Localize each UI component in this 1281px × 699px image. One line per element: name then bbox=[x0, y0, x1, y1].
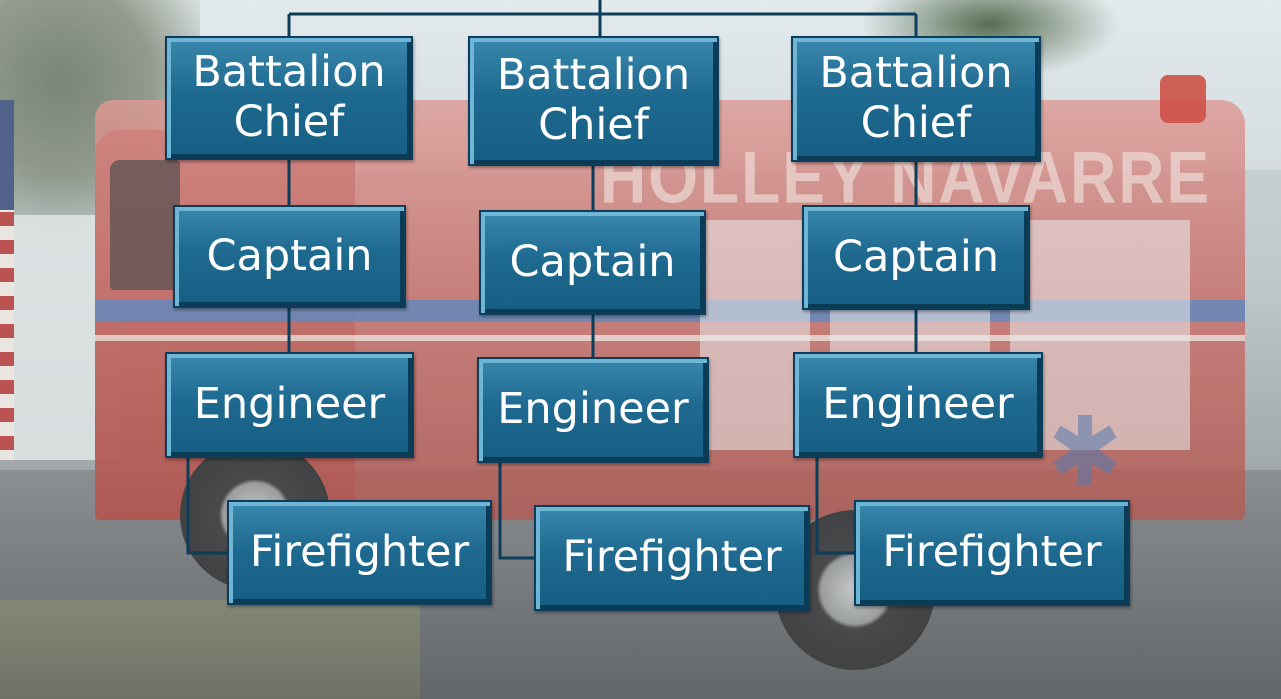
truck-compartment-door bbox=[700, 220, 810, 450]
top-connector bbox=[287, 0, 918, 40]
engineer-node: Engineer bbox=[793, 352, 1043, 458]
engineer-node: Engineer bbox=[477, 357, 709, 463]
node-label: Captain bbox=[509, 236, 676, 287]
captain-node: Captain bbox=[802, 205, 1030, 310]
node-label: Captain bbox=[832, 231, 1000, 282]
node-label: Battalion Chief bbox=[496, 50, 691, 150]
captain-node: Captain bbox=[173, 205, 406, 308]
firefighter-node: Firefighter bbox=[227, 500, 492, 605]
captain-node: Captain bbox=[479, 210, 706, 315]
node-label: Battalion Chief bbox=[819, 48, 1013, 148]
firefighter-node: Firefighter bbox=[534, 505, 810, 611]
battalion-chief-node: Battalion Chief bbox=[791, 36, 1041, 162]
column-3-connector bbox=[815, 158, 918, 555]
node-label: Battalion Chief bbox=[192, 47, 386, 147]
column-2-connector bbox=[498, 163, 595, 560]
american-flag-canton bbox=[0, 100, 14, 210]
node-label: Firefighter bbox=[249, 526, 470, 577]
engineer-node: Engineer bbox=[165, 352, 414, 458]
node-label: Engineer bbox=[822, 379, 1014, 430]
node-label: Firefighter bbox=[882, 527, 1102, 578]
column-1-connector bbox=[186, 158, 291, 555]
node-label: Engineer bbox=[193, 379, 386, 430]
grass bbox=[0, 600, 420, 699]
battalion-chief-node: Battalion Chief bbox=[468, 36, 719, 166]
node-label: Captain bbox=[206, 230, 373, 281]
fire-truck-windshield bbox=[110, 160, 180, 290]
firefighter-node: Firefighter bbox=[854, 500, 1130, 606]
battalion-chief-node: Battalion Chief bbox=[165, 36, 413, 160]
truck-white-stripe bbox=[95, 335, 1245, 341]
node-label: Firefighter bbox=[562, 532, 782, 583]
emergency-light bbox=[1160, 75, 1206, 123]
node-label: Engineer bbox=[497, 384, 689, 435]
